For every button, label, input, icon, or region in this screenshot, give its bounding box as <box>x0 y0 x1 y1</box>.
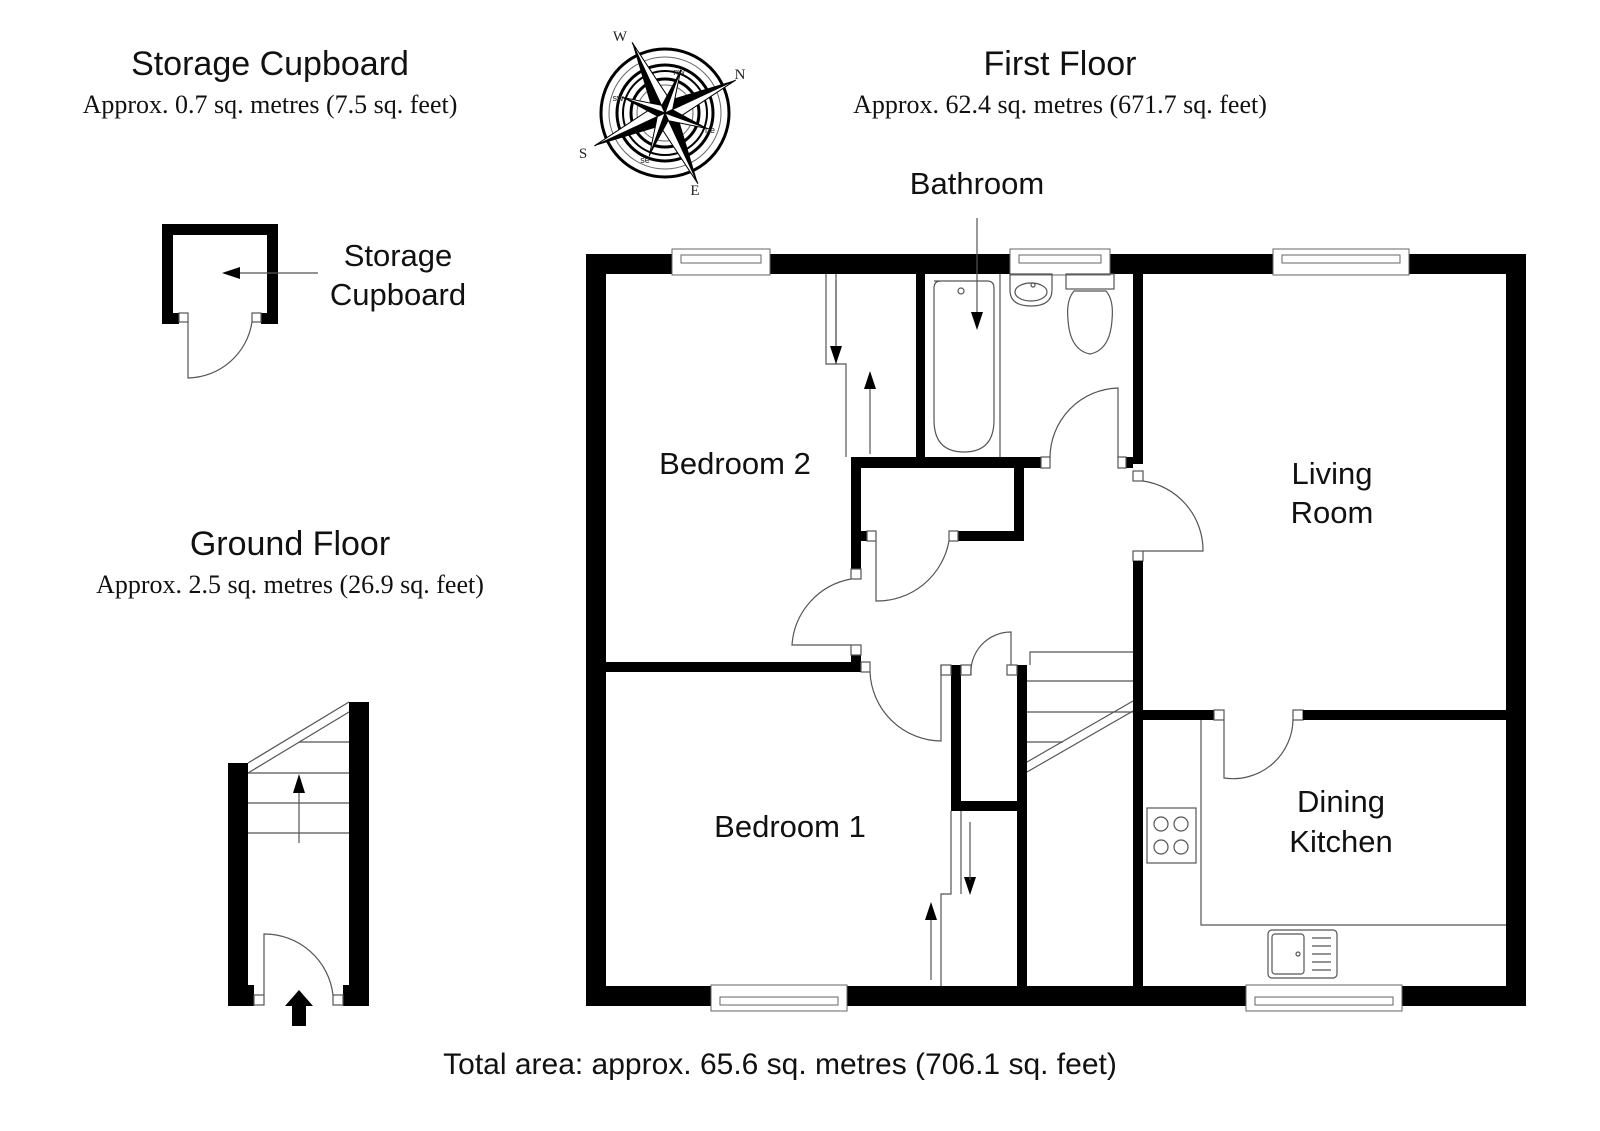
storage-cupboard-plan: Storage Cupboard <box>162 224 466 379</box>
room-label-living-line1: Living <box>1292 456 1373 491</box>
wardrobe-arrow-icon <box>925 902 937 920</box>
compass-n: N <box>735 67 746 83</box>
ground-floor-area: Approx. 2.5 sq. metres (26.9 sq. feet) <box>96 570 484 599</box>
toilet <box>1065 273 1115 355</box>
first-floor-plan: Bathroom Bedroom 2 Bedroom 1 Living Room… <box>586 166 1526 1012</box>
room-label-bedroom-2: Bedroom 2 <box>659 446 811 481</box>
bathroom-pointer-arrow-icon <box>971 312 983 330</box>
window <box>1009 248 1111 276</box>
compass-sw: sw <box>613 93 625 103</box>
sink <box>1009 273 1053 307</box>
ground-floor-title: Ground Floor <box>189 525 391 563</box>
room-label-dining-line2: Kitchen <box>1289 824 1392 859</box>
entrance-arrow-icon <box>285 990 313 1026</box>
storage-cupboard-label-line1: Storage <box>344 238 453 273</box>
storage-cupboard-title: Storage Cupboard <box>131 45 409 83</box>
compass-e: E <box>690 183 699 199</box>
window <box>710 984 848 1012</box>
storage-cupboard-area: Approx. 0.7 sq. metres (7.5 sq. feet) <box>82 90 458 119</box>
compass-nw: nw <box>673 67 685 77</box>
stair-up-arrow-icon <box>293 774 305 793</box>
compass-rose-icon: N W S E nw sw ne se <box>579 29 746 199</box>
first-floor-title: First Floor <box>983 45 1137 83</box>
staircase <box>1026 651 1134 773</box>
hob <box>1146 807 1197 864</box>
storage-cupboard-label-line2: Cupboard <box>330 277 466 312</box>
bathtub <box>933 280 995 453</box>
compass-s: S <box>579 146 587 162</box>
window <box>671 248 771 276</box>
window <box>1272 248 1410 276</box>
room-label-bathroom: Bathroom <box>910 166 1044 201</box>
window <box>1245 984 1403 1012</box>
room-label-dining-line1: Dining <box>1297 784 1385 819</box>
compass-se: se <box>640 155 650 165</box>
total-area: Total area: approx. 65.6 sq. metres (706… <box>443 1048 1117 1081</box>
pointer-arrow-icon <box>222 267 240 279</box>
first-floor-area: Approx. 62.4 sq. metres (671.7 sq. feet) <box>853 90 1267 119</box>
compass-w: W <box>613 29 628 45</box>
ground-floor-plan <box>228 701 369 1026</box>
room-label-living-line2: Room <box>1291 495 1374 530</box>
wardrobe-arrow-icon <box>964 877 976 895</box>
compass-ne: ne <box>705 125 715 135</box>
kitchen-sink <box>1267 929 1338 979</box>
wardrobe-arrow-icon <box>864 371 876 389</box>
wardrobe-arrow-icon <box>830 346 842 364</box>
room-label-bedroom-1: Bedroom 1 <box>714 809 866 844</box>
